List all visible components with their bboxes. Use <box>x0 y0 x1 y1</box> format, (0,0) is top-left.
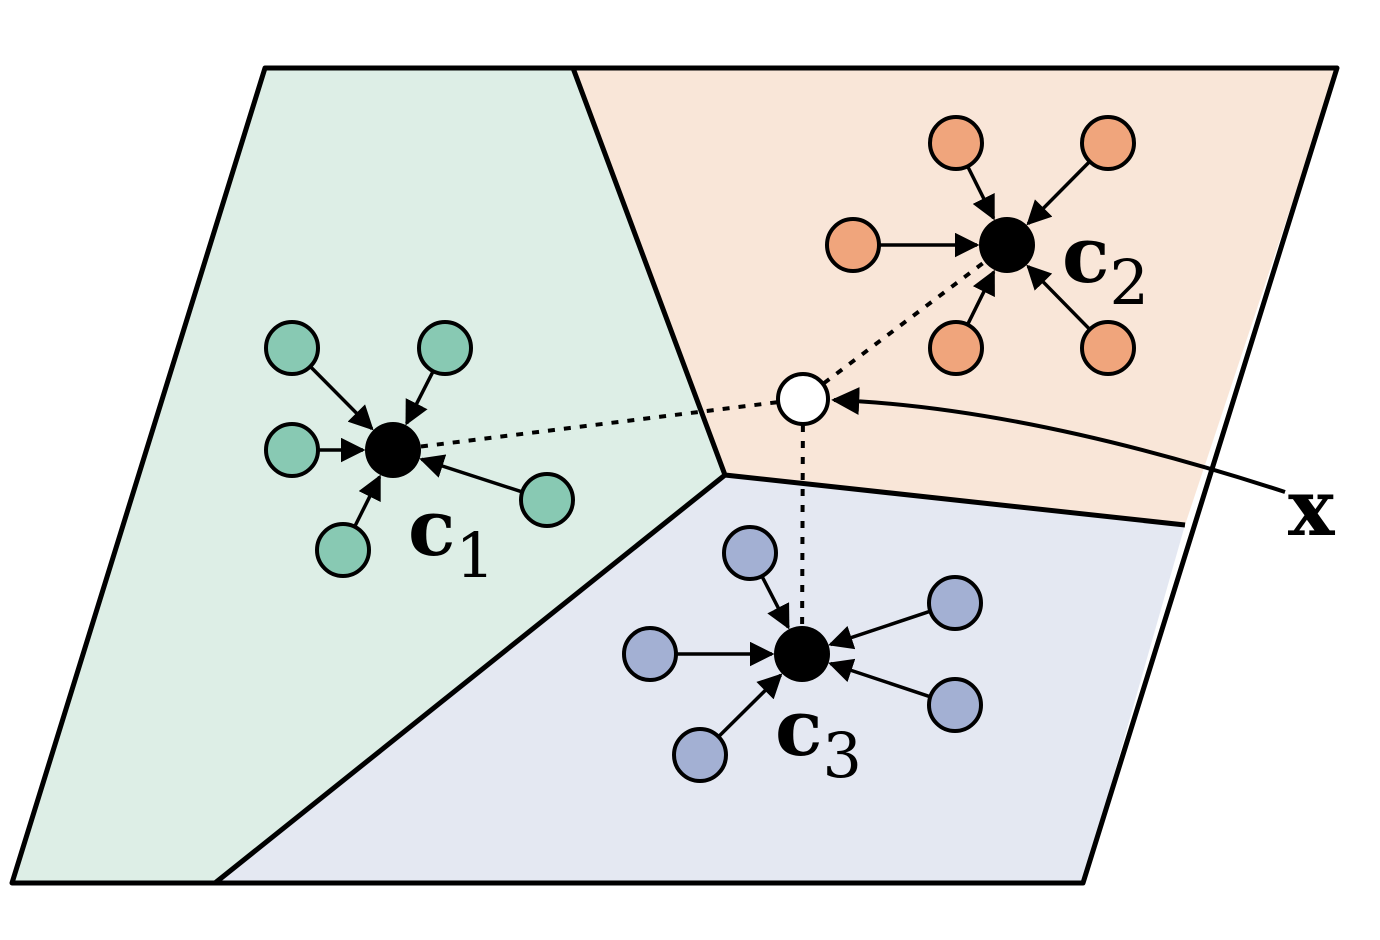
assignment-arrow <box>828 609 931 650</box>
data-point-cluster-1 <box>417 320 473 376</box>
query-point-x <box>776 372 830 426</box>
centroid-label-c3: c3 <box>775 683 862 792</box>
distance-line-c2 <box>822 243 1009 385</box>
boundary-line <box>213 473 727 885</box>
assignment-arrow <box>405 370 435 426</box>
data-point-cluster-1 <box>264 422 320 478</box>
data-point-cluster-2 <box>928 115 984 171</box>
outer-border <box>9 65 1340 886</box>
assignment-arrow <box>828 658 931 699</box>
assignment-arrow <box>1026 264 1092 331</box>
data-point-cluster-2 <box>1080 320 1136 376</box>
assignment-arrow <box>1026 160 1091 226</box>
query-pointer-arrow <box>831 387 1286 494</box>
region-cluster-2 <box>573 68 1337 525</box>
assignment-arrow <box>966 165 996 221</box>
data-point-cluster-3 <box>722 525 778 581</box>
assignment-arrow <box>353 474 382 528</box>
distance-line-c1 <box>392 400 778 452</box>
centroid-label-c1: c1 <box>408 483 495 592</box>
data-point-cluster-2 <box>825 217 881 273</box>
centroid-c1 <box>365 422 421 478</box>
assignment-arrow <box>309 365 374 431</box>
data-point-cluster-2 <box>928 320 984 376</box>
data-point-cluster-1 <box>264 320 320 376</box>
data-point-cluster-1 <box>519 472 575 528</box>
data-point-cluster-2 <box>1080 115 1136 171</box>
centroid-c3 <box>774 626 830 682</box>
assignment-arrow <box>760 575 790 630</box>
assignment-arrow <box>965 269 996 326</box>
data-point-cluster-3 <box>927 677 983 733</box>
data-point-cluster-1 <box>315 522 371 578</box>
assignment-arrow <box>419 454 523 494</box>
centroid-label-c2: c2 <box>1062 210 1149 319</box>
data-point-cluster-3 <box>622 626 678 682</box>
data-point-cluster-3 <box>672 727 728 783</box>
centroid-c2 <box>979 217 1035 273</box>
data-point-cluster-3 <box>927 575 983 631</box>
region-cluster-3 <box>215 475 1185 883</box>
assignment-arrow <box>717 673 783 738</box>
query-point-label: x <box>1288 463 1336 554</box>
distance-line-c3 <box>800 424 805 655</box>
